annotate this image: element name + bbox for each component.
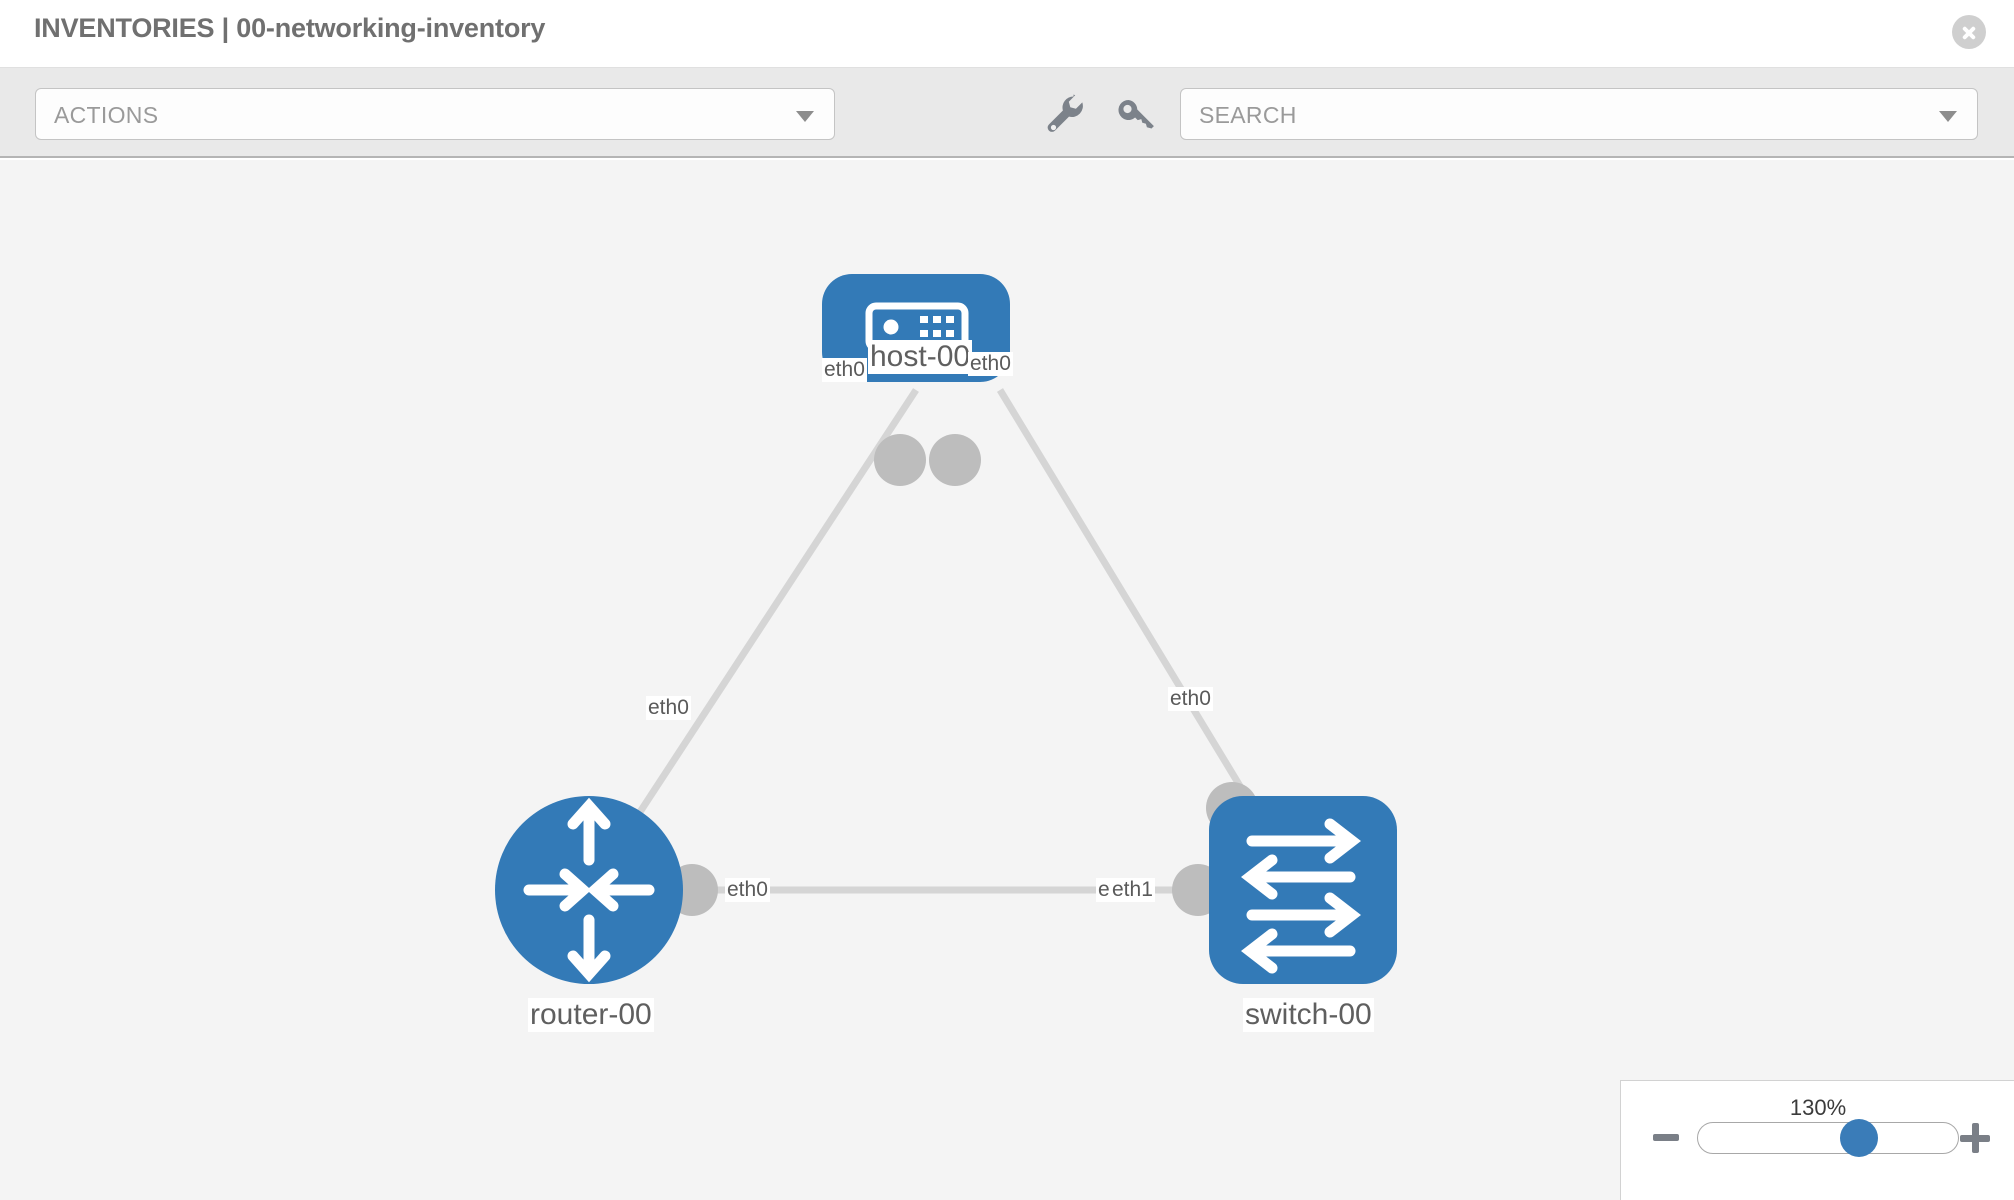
topology-canvas[interactable]: host-00 router-00 switch-00 eth0 eth0 et… — [0, 160, 2014, 1200]
page-header: INVENTORIES | 00-networking-inventory — [0, 0, 2014, 68]
zoom-control-panel: 130% — [1620, 1080, 2014, 1200]
edge-label-switch-host: eth0 — [1168, 687, 1213, 711]
switch-arrows-icon — [1241, 818, 1361, 974]
toolbar: ACTIONS SEARCH — [0, 68, 2014, 158]
actions-dropdown-label: ACTIONS — [54, 102, 159, 128]
search-input[interactable]: SEARCH — [1180, 88, 1978, 140]
zoom-level-value: 130% — [1789, 1095, 1847, 1120]
zoom-slider[interactable] — [1697, 1119, 1959, 1157]
wrench-icon[interactable] — [1040, 90, 1090, 140]
node-label-router-00: router-00 — [528, 998, 654, 1032]
chevron-down-icon — [1939, 111, 1957, 122]
page-title: INVENTORIES | 00-networking-inventory — [34, 13, 546, 43]
topology-graph — [495, 274, 1397, 984]
node-label-host-00: host-00 — [868, 340, 973, 374]
connector-dot — [874, 434, 926, 486]
edge-label-switch-router: eth1 — [1110, 878, 1155, 902]
plus-icon[interactable] — [1960, 1123, 1990, 1153]
minus-icon[interactable] — [1653, 1134, 1679, 1141]
node-router-00[interactable] — [495, 796, 683, 984]
zoom-slider-thumb[interactable] — [1840, 1119, 1879, 1157]
edge-label-host-switch: eth0 — [968, 352, 1013, 376]
connector-dot — [929, 434, 981, 486]
edge-host-router[interactable] — [586, 388, 919, 892]
actions-dropdown[interactable]: ACTIONS — [35, 88, 835, 140]
chevron-down-icon — [796, 111, 814, 122]
key-icon[interactable] — [1110, 90, 1160, 140]
node-switch-00[interactable] — [1209, 796, 1397, 984]
search-placeholder: SEARCH — [1199, 102, 1297, 128]
close-icon[interactable] — [1952, 15, 1986, 49]
edge-label-router-switch: eth0 — [725, 878, 770, 902]
edge-label-router-host: eth0 — [646, 696, 691, 720]
router-arrows-icon — [523, 797, 655, 983]
node-label-switch-00: switch-00 — [1243, 998, 1374, 1032]
edge-label-host-router: eth0 — [822, 358, 867, 382]
